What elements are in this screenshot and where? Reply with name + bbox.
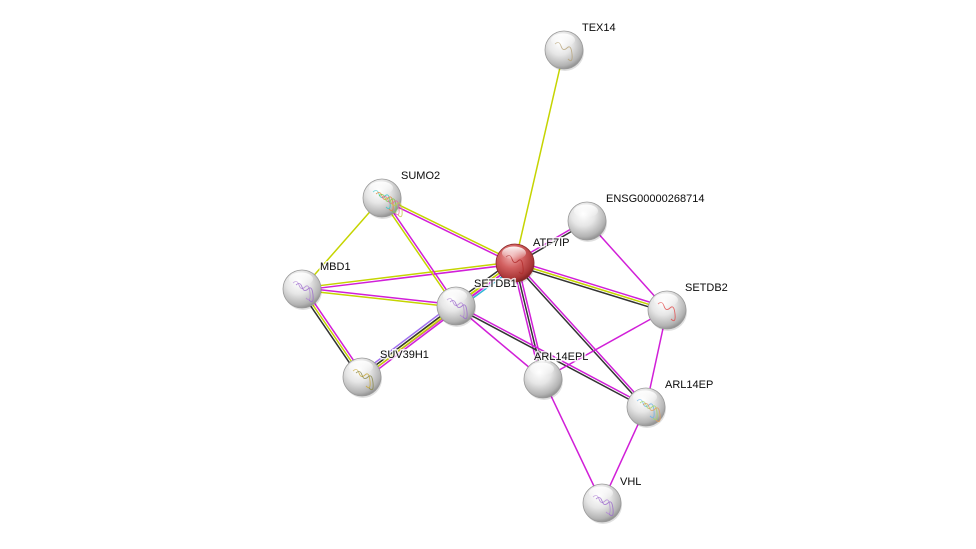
edge-line-coexpression <box>514 264 667 314</box>
edge-arl14epl-vhl[interactable] <box>542 378 603 504</box>
edge-line-experiments <box>456 304 647 407</box>
node-highlight <box>551 33 575 47</box>
node-label-halo: ATF7IP <box>533 237 569 249</box>
node-label-halo: SETDB1 <box>474 278 517 290</box>
edge-atf7ip-arl14ep[interactable] <box>513 261 648 409</box>
node-label: ARL14EP <box>665 379 713 391</box>
edge-line-experiments <box>542 309 668 380</box>
edge-sumo2-mbd1[interactable] <box>301 197 383 290</box>
edge-atf7ip-setdb2[interactable] <box>514 259 668 314</box>
node-label: ATF7IP <box>533 237 569 249</box>
edge-line-experiments <box>586 220 668 311</box>
node-sumo2[interactable] <box>362 178 403 219</box>
node-label-halo: VHL <box>620 476 641 488</box>
nodes-layer: ATF7IPATF7IPTEX14TEX14SUMO2SUMO2ENSG0000… <box>282 21 729 524</box>
edge-line-coexpression <box>513 263 646 409</box>
structure-icon <box>642 402 661 423</box>
edge-atf7ip-mbd1[interactable] <box>301 261 516 291</box>
structure-icon <box>381 195 400 216</box>
node-ensg00000268714[interactable] <box>567 201 607 242</box>
edge-line-experiments <box>515 259 668 309</box>
node-atf7ip[interactable] <box>495 243 535 284</box>
edge-line-experiments <box>302 263 516 291</box>
edge-atf7ip-arl14epl[interactable] <box>511 262 547 380</box>
node-label: MBD1 <box>320 261 351 273</box>
node-highlight <box>502 246 526 260</box>
edge-line-experiments <box>542 378 603 504</box>
node-label-halo: SUMO2 <box>401 170 440 182</box>
edge-line-experiments <box>516 262 547 379</box>
edge-line-experiments <box>511 263 542 380</box>
node-label-halo: SUV39H1 <box>380 349 429 361</box>
edge-line-coexpression <box>514 262 544 380</box>
node-label-halo: SETDB2 <box>685 282 728 294</box>
node-label-halo: ARL14EPL <box>534 351 588 363</box>
edge-line-textmining <box>514 262 668 311</box>
node-mbd1[interactable] <box>282 269 322 310</box>
edge-line-experiments <box>302 287 457 306</box>
node-label: SUV39H1 <box>380 349 429 361</box>
edge-sumo2-setdb1[interactable] <box>380 196 458 308</box>
node-highlight <box>574 204 598 218</box>
node-suv39h1[interactable] <box>342 357 382 398</box>
edge-line-textmining <box>301 289 456 308</box>
structure-icon <box>384 197 403 218</box>
node-label: ENSG00000268714 <box>606 193 704 205</box>
edge-line-experiments <box>382 196 458 306</box>
node-label-halo: TEX14 <box>582 22 616 34</box>
edge-atf7ip-tex14[interactable] <box>514 49 565 264</box>
node-arl14epl[interactable] <box>523 359 563 400</box>
edge-line-experiments <box>363 308 459 381</box>
edge-line-textmining <box>362 306 458 379</box>
edge-line-coexpression <box>455 306 646 409</box>
edge-line-textmining <box>514 49 565 264</box>
edges-layer <box>299 49 668 504</box>
node-highlight <box>589 486 613 500</box>
node-highlight <box>289 272 313 286</box>
node-highlight <box>530 362 554 376</box>
node-arl14ep[interactable] <box>626 387 666 428</box>
node-tex14[interactable] <box>544 30 584 71</box>
node-highlight <box>349 360 373 374</box>
node-highlight <box>369 181 393 195</box>
edge-line-experiments <box>381 198 515 265</box>
edge-ensg00000268714-setdb2[interactable] <box>586 220 668 311</box>
edge-line-textmining <box>380 198 456 308</box>
edge-line-textmining <box>382 196 516 263</box>
edge-atf7ip-sumo2[interactable] <box>381 196 516 265</box>
node-label: SETDB2 <box>685 282 728 294</box>
node-setdb2[interactable] <box>647 290 687 331</box>
node-label-halo: MBD1 <box>320 261 351 273</box>
edge-line-coexpression <box>360 304 456 377</box>
node-label: SETDB1 <box>474 278 517 290</box>
edge-line-homology <box>359 302 455 375</box>
edge-line-textmining <box>301 261 515 289</box>
node-highlight <box>443 289 467 303</box>
node-label: VHL <box>620 476 641 488</box>
edge-setdb2-arl14epl[interactable] <box>542 309 668 380</box>
structure-icon <box>378 193 397 214</box>
edge-mbd1-setdb1[interactable] <box>301 287 457 308</box>
node-label: SUMO2 <box>401 170 440 182</box>
node-highlight <box>633 390 657 404</box>
edge-line-textmining <box>301 197 383 290</box>
node-label: TEX14 <box>582 22 616 34</box>
node-label-halo: ENSG00000268714 <box>606 193 704 205</box>
edge-setdb1-arl14ep[interactable] <box>455 304 647 409</box>
edge-setdb1-suv39h1[interactable] <box>359 302 459 381</box>
node-highlight <box>654 293 678 307</box>
node-label-halo: ARL14EP <box>665 379 713 391</box>
edge-line-experiments <box>515 261 648 407</box>
node-label: ARL14EPL <box>534 351 588 363</box>
node-setdb1[interactable] <box>436 286 476 327</box>
node-vhl[interactable] <box>582 483 622 524</box>
